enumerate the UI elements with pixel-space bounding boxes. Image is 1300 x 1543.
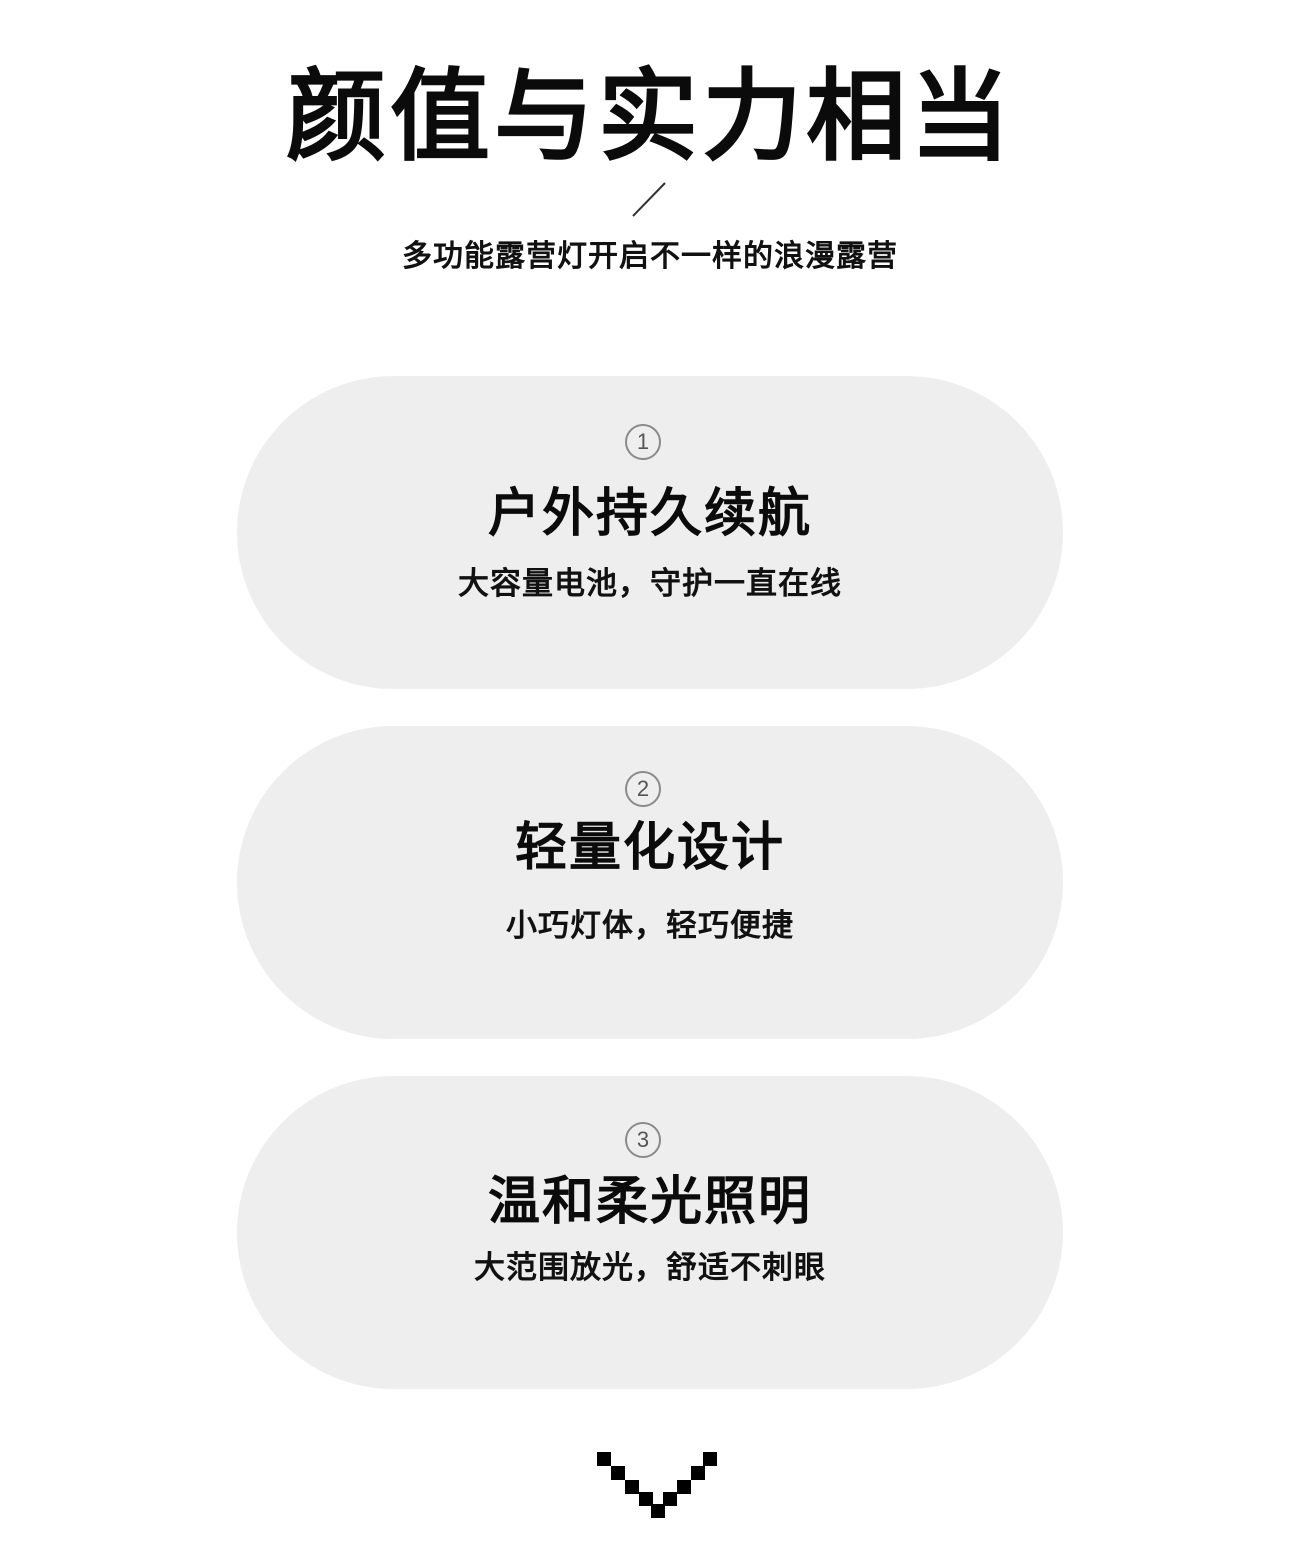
feature-card-1: 1 户外持久续航 大容量电池，守护一直在线: [237, 376, 1063, 689]
page-title: 颜值与实力相当: [286, 58, 1014, 175]
feature-title: 温和柔光照明: [487, 1172, 812, 1232]
feature-description: 大容量电池，守护一直在线: [458, 566, 842, 602]
feature-card-3: 3 温和柔光照明 大范围放光，舒适不刺眼: [237, 1076, 1063, 1389]
page-subtitle: 多功能露营灯开启不一样的浪漫露营: [402, 239, 898, 274]
chevron-down-icon: [597, 1452, 717, 1518]
feature-title: 户外持久续航: [487, 484, 812, 544]
feature-number-badge: 3: [625, 1122, 661, 1158]
slash-icon: [632, 182, 666, 217]
feature-description: 大范围放光，舒适不刺眼: [474, 1250, 826, 1286]
feature-number-badge: 2: [625, 771, 661, 807]
feature-title: 轻量化设计: [514, 818, 785, 878]
feature-number-badge: 1: [625, 424, 661, 460]
feature-card-2: 2 轻量化设计 小巧灯体，轻巧便捷: [237, 726, 1063, 1039]
feature-description: 小巧灯体，轻巧便捷: [506, 908, 794, 944]
